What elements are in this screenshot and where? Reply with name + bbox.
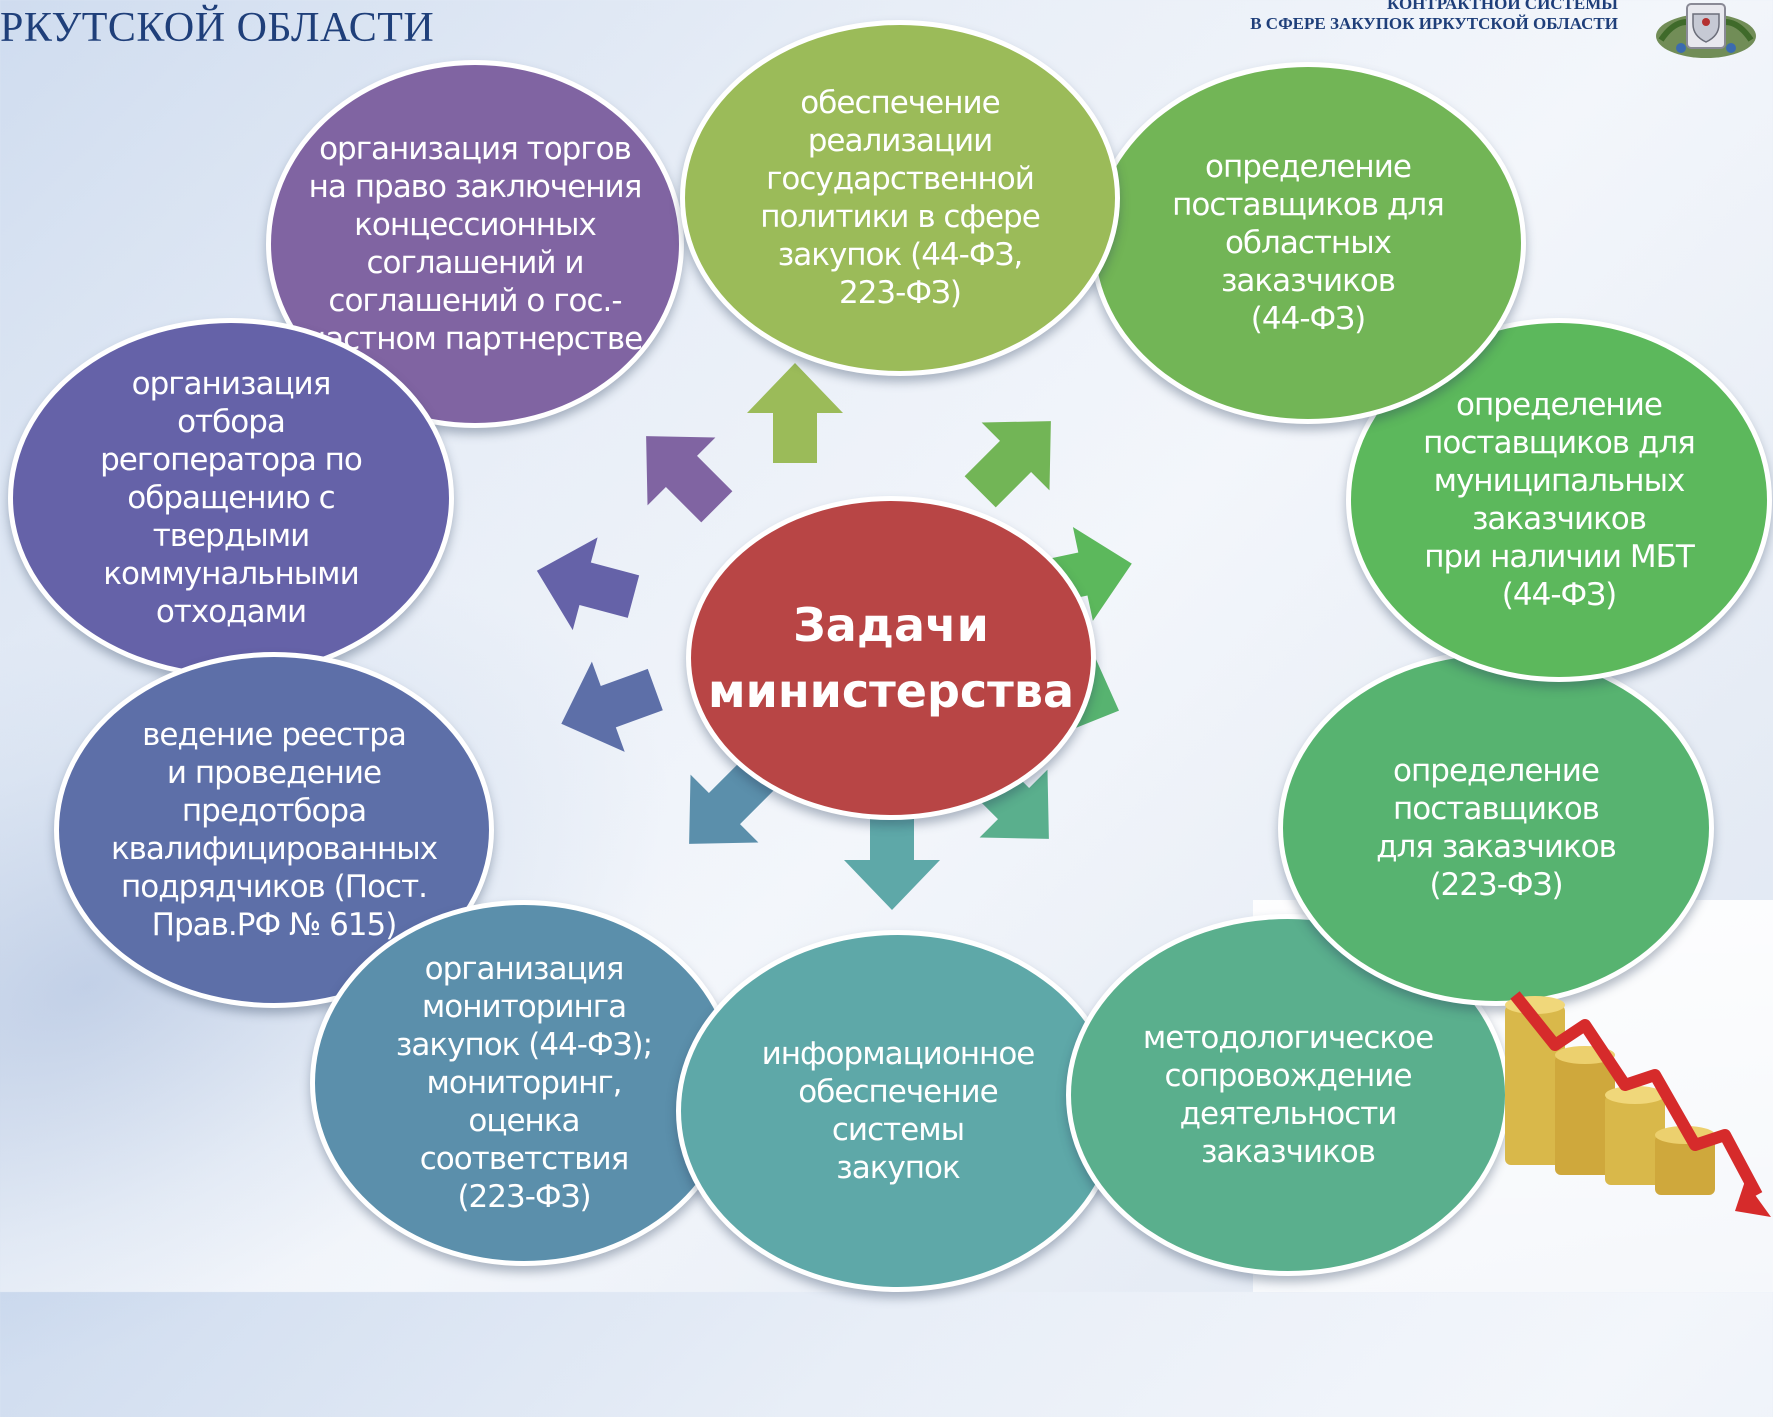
coins-falling-graph-icon [1505,991,1771,1217]
arrow-to-task-8 [536,537,640,631]
task-state-policy: обеспечение реализации государственной п… [680,20,1120,376]
arrow-to-task-9 [646,436,733,523]
task-supplier-selection-regional: определение поставщиков для областных за… [1090,62,1526,424]
task-supplier-selection-223fz-label: определение поставщиков для заказчиков (… [1376,753,1617,903]
arrow-to-task-7 [561,661,663,752]
task-information-support: информационное обеспечение системы закуп… [676,930,1120,1292]
task-state-policy-label: обеспечение реализации государственной п… [760,85,1041,311]
header-agency-title: КОНТРАКТНОЙ СИСТЕМЫ В СФЕРЕ ЗАКУПОК ИРКУ… [1250,0,1618,34]
arrow-to-task-1 [964,421,1051,508]
task-supplier-selection-223fz: определение поставщиков для заказчиков (… [1278,650,1714,1006]
arrow-to-task-0 [747,363,843,463]
task-supplier-selection-regional-label: определение поставщиков для областных за… [1172,149,1445,337]
task-regional-operator-selection-label: организация отбора регоператора по обращ… [100,366,363,630]
header-region-title: РКУТСКОЙ ОБЛАСТИ [0,5,435,51]
task-methodological-support-label: методологическое сопровождение деятельно… [1142,1020,1434,1170]
task-procurement-monitoring-label: организация мониторинга закупок (44-ФЗ);… [395,951,653,1215]
falling-graph-line [1510,991,1763,1198]
task-contractor-registry-label: ведение реестра и проведение предотбора … [110,717,438,943]
task-information-support-label: информационное обеспечение системы закуп… [761,1036,1036,1186]
arrow-to-task-5 [844,810,940,910]
task-supplier-selection-municipal: определение поставщиков для муниципальны… [1346,318,1772,682]
center-ministry-tasks-label: Задачи министерства [708,598,1074,718]
task-regional-operator-selection: организация отбора регоператора по обращ… [8,318,454,678]
header-agency-line1: КОНТРАКТНОЙ СИСТЕМЫ [1387,0,1618,13]
task-procurement-monitoring: организация мониторинга закупок (44-ФЗ);… [310,900,738,1266]
task-supplier-selection-municipal-label: определение поставщиков для муниципальны… [1423,387,1696,613]
center-ministry-tasks: Задачи министерства [686,496,1096,820]
tasks-diagram: организация торгов на право заключения к… [8,20,1772,1292]
arrow-to-task-6 [689,757,776,844]
header-agency-line2: В СФЕРЕ ЗАКУПОК ИРКУТСКОЙ ОБЛАСТИ [1250,14,1618,33]
irkutsk-coat-of-arms-icon [1656,3,1756,58]
task-concession-tenders-label: организация торгов на право заключения к… [307,131,643,357]
